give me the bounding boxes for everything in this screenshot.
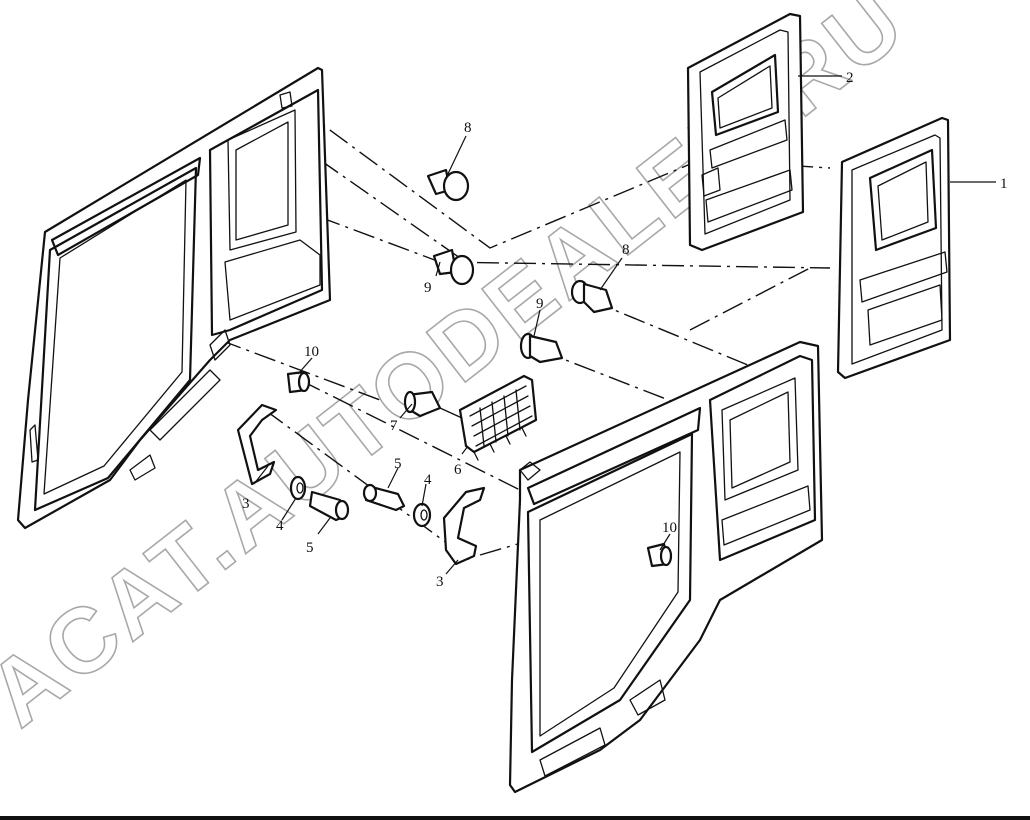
callout-4-right: 4 <box>424 472 432 488</box>
callout-8-right: 8 <box>622 242 630 258</box>
cap-upper-part-8 <box>426 168 470 202</box>
callout-4-left: 4 <box>276 518 284 534</box>
door-upper-panel-part-2 <box>686 12 805 252</box>
washer-left-part-4 <box>289 475 307 501</box>
lamp-part-7 <box>403 390 463 419</box>
callout-10-left: 10 <box>304 344 319 360</box>
callout-9-upper: 9 <box>424 280 432 296</box>
cap-right-part-8 <box>570 279 614 314</box>
callout-9-right: 9 <box>536 296 544 312</box>
callout-10-right: 10 <box>662 520 677 536</box>
callout-3-right: 3 <box>436 574 444 590</box>
callout-labels: 2 1 8 9 8 9 10 7 6 3 4 5 5 4 3 10 <box>242 70 1008 590</box>
callout-5-left: 5 <box>306 540 314 556</box>
callout-5-right: 5 <box>394 456 402 472</box>
bottom-border <box>0 816 1030 820</box>
plug-upper-part-9 <box>432 248 475 286</box>
bolt-left-part-5 <box>308 490 350 522</box>
grab-handle-right-part-3 <box>442 486 486 566</box>
callout-6: 6 <box>454 462 462 478</box>
door-rear-panel-part-1 <box>836 116 952 380</box>
callout-3-left: 3 <box>242 496 250 512</box>
callout-7: 7 <box>390 418 398 434</box>
plug-right-part-9 <box>519 332 564 364</box>
bumper-right-part-10 <box>646 542 673 568</box>
callout-8-upper: 8 <box>464 120 472 136</box>
leader-lines <box>253 75 996 575</box>
bumper-left-part-10 <box>286 370 311 394</box>
bolt-right-part-5 <box>362 483 406 512</box>
callout-2: 2 <box>846 70 854 86</box>
storage-net-part-6 <box>458 374 538 461</box>
left-cab-frame <box>16 66 332 530</box>
callout-1: 1 <box>1000 176 1008 192</box>
grab-handle-left-part-3 <box>236 403 278 486</box>
right-cab-frame <box>508 340 824 794</box>
washer-right-part-4 <box>412 502 432 528</box>
